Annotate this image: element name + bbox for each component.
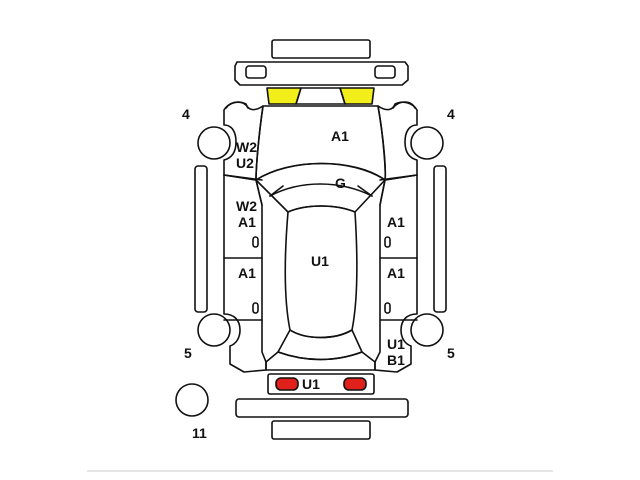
rear-bumper[interactable] (235, 398, 409, 418)
taillight-right[interactable] (343, 377, 367, 391)
right-side-panel[interactable] (374, 174, 418, 373)
spare-wheel-label: 11 (192, 425, 207, 441)
rear-panel[interactable] (267, 373, 375, 395)
left-side-panel[interactable] (223, 174, 267, 373)
headlight-left[interactable] (266, 87, 302, 105)
rear-right-quarter-code-1: U1 (387, 336, 405, 352)
front-left-fender-code-2: U2 (236, 155, 254, 171)
left-front-door-top (223, 174, 263, 181)
hood[interactable] (255, 105, 387, 181)
rear-panel-code: U1 (302, 376, 320, 392)
left-running-board[interactable] (194, 165, 208, 313)
rear-right-wheel-label: 5 (447, 345, 455, 361)
front-left-door-code-1: W2 (236, 198, 257, 214)
front-left-door-code-2: A1 (238, 214, 256, 230)
rear-right-door-code: A1 (387, 265, 405, 281)
windshield-code: G (335, 175, 346, 191)
roof-code: U1 (311, 253, 329, 269)
rear-left-wheel-icon[interactable] (197, 313, 231, 347)
rear-bumper-lower[interactable] (271, 420, 371, 440)
hood-code: A1 (331, 128, 349, 144)
left-mirror[interactable] (225, 101, 249, 109)
front-right-door-code: A1 (387, 214, 405, 230)
windshield-inner (269, 183, 373, 197)
rear-right-door-handle[interactable] (384, 302, 391, 314)
rear-right-wheel-icon[interactable] (410, 313, 444, 347)
front-bumper[interactable] (234, 61, 409, 86)
rear-left-door-code: A1 (238, 265, 256, 281)
trunk-lid[interactable] (265, 351, 376, 371)
rear-left-door-handle[interactable] (252, 302, 259, 314)
rear-right-quarter-code-2: B1 (387, 352, 405, 368)
spare-wheel-icon[interactable] (175, 383, 209, 417)
front-left-wheel-icon[interactable] (197, 126, 231, 160)
roof[interactable] (284, 205, 358, 339)
headlight-right[interactable] (339, 87, 375, 105)
front-left-fender-code-1: W2 (236, 139, 257, 155)
front-right-fender[interactable] (377, 101, 418, 181)
front-left-wheel-label: 4 (182, 106, 190, 122)
right-mirror[interactable] (392, 101, 416, 109)
front-right-door-handle[interactable] (384, 236, 391, 248)
front-right-wheel-label: 4 (447, 106, 455, 122)
front-right-wheel-icon[interactable] (410, 126, 444, 160)
front-bumper-upper[interactable] (271, 39, 371, 59)
front-right-fog-light[interactable] (374, 65, 396, 79)
grille[interactable] (295, 87, 346, 105)
rear-left-wheel-label: 5 (184, 345, 192, 361)
front-left-door-handle[interactable] (252, 236, 259, 248)
windshield[interactable] (255, 162, 386, 213)
taillight-left[interactable] (275, 377, 299, 391)
front-left-fog-light[interactable] (245, 65, 267, 79)
footer-divider (87, 470, 553, 472)
right-front-door-top (379, 174, 418, 181)
right-running-board[interactable] (433, 165, 447, 313)
